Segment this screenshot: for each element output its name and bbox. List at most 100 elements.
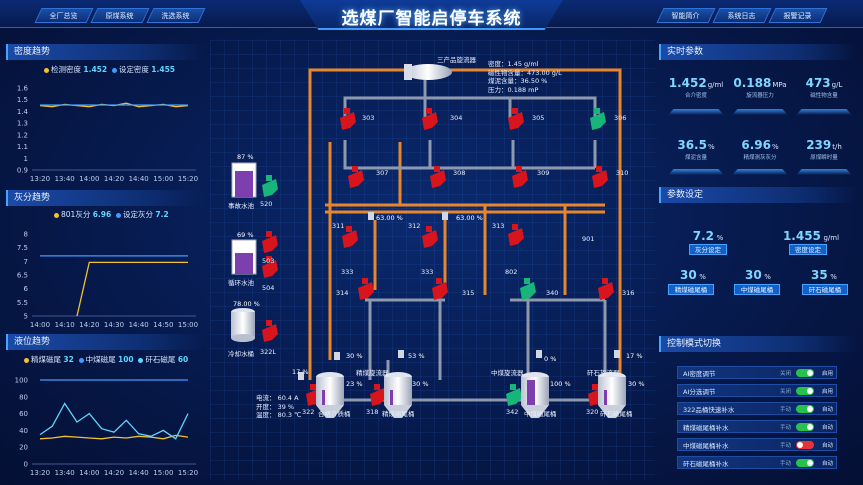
valve-icon [348,166,364,188]
valve-body [432,282,448,300]
valve-body [422,230,438,248]
nav-raw-coal[interactable]: 原煤系统 [90,8,150,23]
valve-icon [262,175,278,197]
mode-toggle[interactable] [796,387,814,395]
clean-tank-button[interactable]: 精煤磁尾桶 [668,284,714,295]
screen-315-label: 315 [462,289,475,297]
valve-handle [346,226,352,232]
valve-handle [436,278,442,284]
valve-handle [310,384,316,390]
medium-inlet-pct: 17 % [292,368,309,376]
level-panel-title: 液位趋势 [6,334,204,350]
density-setpoint-button[interactable]: 密度设定 [789,244,827,255]
clean-coal-tank[interactable] [384,372,412,418]
valve-307-label: 307 [376,169,389,177]
toggle-off-label: 手动 [780,425,792,431]
clean-cyclone-label: 精煤旋流器 [356,369,389,377]
valve-icon [432,278,448,300]
valve-icon [592,166,608,188]
valve-icon [340,108,356,130]
qualified-medium-tank[interactable] [316,372,344,418]
nav-washing[interactable]: 洗选系统 [146,8,206,23]
cyclone-info: 密度：1.45 g/ml 磁性物含量：473.00 g/L 煤泥含量：36.50… [488,60,562,94]
valve-310-label: 310 [616,169,629,177]
y-tick-label: 5 [24,313,28,321]
valve-body [592,170,608,188]
toggle-knob [807,388,813,394]
gangue-tank-label: 矸石磁尾桶 [600,410,633,418]
pedestal [732,109,788,115]
middling-coal-tank[interactable] [521,372,549,418]
accident-pool-tank[interactable] [231,162,257,198]
three-product-cyclone[interactable] [404,64,452,80]
toggle-knob [807,460,813,466]
valve-handle [362,278,368,284]
nav-intro[interactable]: 智能简介 [656,8,716,23]
circ-pool-label: 循环水池 [228,279,254,287]
clean-tank-level: 30 % [412,380,429,388]
valve-body [508,112,524,130]
header: 选煤厂智能启停车系统 全厂总览 原煤系统 洗选系统 智能简介 系统日志 报警记录 [0,0,863,32]
mode-toggle[interactable] [796,459,814,467]
medium-tank-level: 23 % [346,380,363,388]
middling-tank-button[interactable]: 中煤磁尾桶 [734,284,780,295]
legend-dot [78,357,84,363]
x-tick-label: 14:20 [104,469,124,477]
y-tick-label: 1.4 [17,108,29,116]
gangue-tank-value: 35 % [811,268,837,282]
ash-setpoint-value: 7.2 % [692,229,724,243]
orange-pipe [308,68,622,380]
mode-toggle[interactable] [796,423,814,431]
nav-system-log[interactable]: 系统日志 [712,8,772,23]
ash-setpoint-button[interactable]: 灰分设定 [689,244,727,255]
x-tick-label: 14:00 [79,469,99,477]
series-line [76,261,188,317]
screen-314-label: 314 [336,289,349,297]
valve-handle [512,224,518,230]
control-row-label: AI密度调节 [683,370,716,378]
mode-toggle[interactable] [796,369,814,377]
pump-322L-label: 322L [260,348,277,356]
valve-handle [524,278,530,284]
middling-tank-level: 100 % [550,380,571,388]
series-line [39,434,189,440]
x-tick-label: 15:00 [153,469,173,477]
control-row-label: 精煤磁尾桶补水 [683,424,729,432]
mode-toggle[interactable] [796,405,814,413]
y-tick-label: 80 [19,393,28,401]
nav-overview[interactable]: 全厂总览 [34,8,94,23]
control-row: 322品桶快速补水手动自动 [677,402,837,415]
pump-318-label: 318 [366,408,379,416]
circulating-pool-tank[interactable] [231,239,257,275]
y-tick-label: 60 [19,410,28,418]
valve-body [430,170,446,188]
y-tick-label: 1.2 [17,131,28,139]
cooling-water-tank[interactable] [231,308,255,342]
y-tick-label: 8 [24,231,28,239]
valve-handle [266,256,272,262]
realtime-ash: 6.96%精煤测灰灰分 [741,138,779,161]
grey-pipe [318,80,607,402]
mode-toggle[interactable] [796,441,814,449]
x-tick-label: 15:20 [178,469,198,477]
valve-313-label: 313 [492,222,505,230]
nav-alarm-record[interactable]: 报警记录 [768,8,828,23]
gangue-tank-button[interactable]: 矸石磁尾桶 [802,284,848,295]
x-tick-label: 14:30 [104,321,124,329]
toggle-on-label: 自动 [822,461,834,467]
valve-icon [512,166,528,188]
valve-body [422,112,438,130]
control-row: 矸石磁尾桶补水手动自动 [677,456,837,469]
title-box [300,0,563,30]
valve-body [342,230,358,248]
density-setpoint-value: 1.455 g/ml [782,229,840,243]
valve-icon [370,384,386,406]
valve-icon [422,226,438,248]
legend-dot [111,67,117,73]
gangue-tank[interactable] [598,372,626,418]
valve-handle [594,108,600,114]
middling-tank-label: 中煤磁尾桶 [524,410,557,418]
